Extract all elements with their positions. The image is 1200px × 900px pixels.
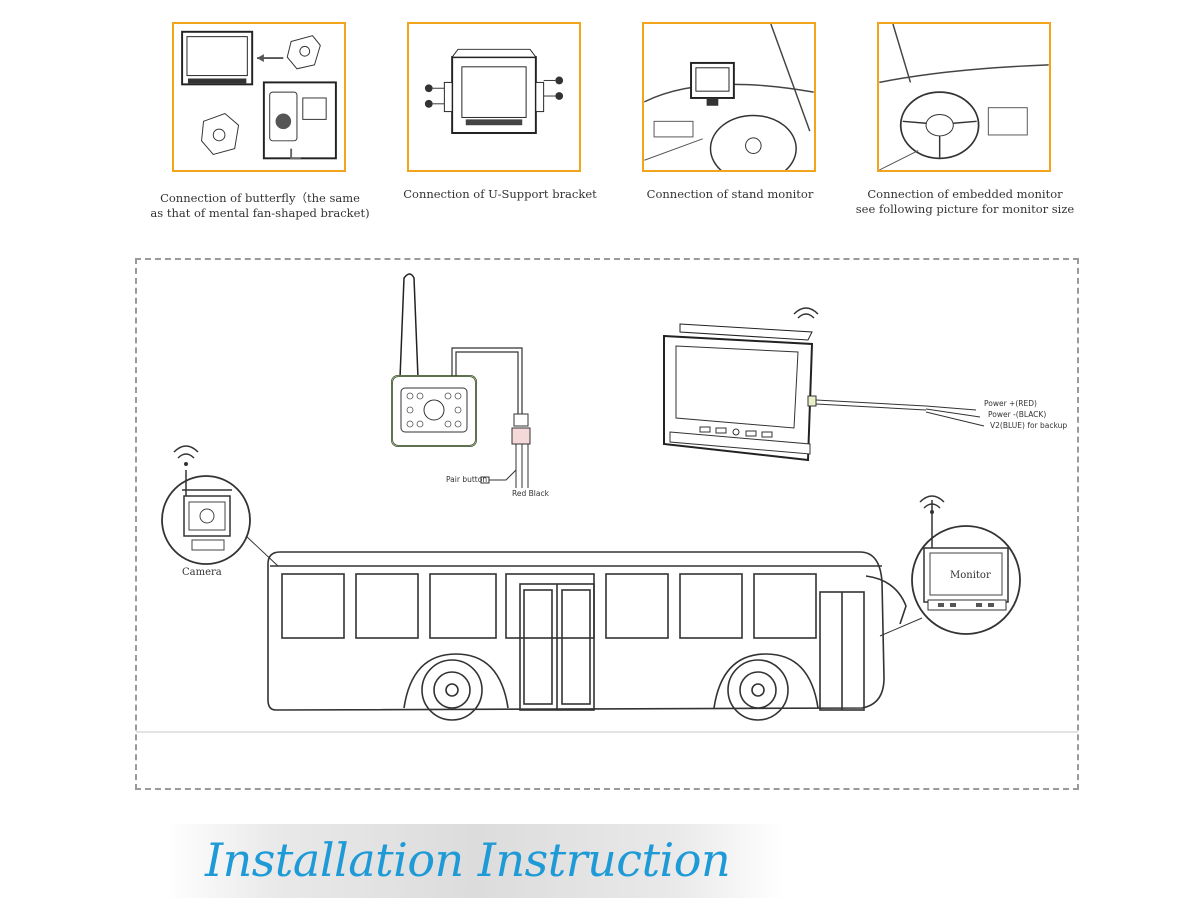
- stand-monitor-caption: Connection of stand monitor: [610, 187, 850, 202]
- red-black-wire-label: Red Black: [512, 489, 549, 498]
- installation-diagram-frame: [135, 258, 1079, 790]
- caption-line: Connection of butterfly（the same: [160, 191, 360, 205]
- u-support-bracket-illustration: [424, 48, 564, 134]
- camera-label: Camera: [182, 567, 222, 578]
- power-negative-label: Power -(BLACK): [988, 410, 1047, 419]
- embedded-monitor-illustration: [879, 24, 1049, 170]
- pair-button-label: Pair button: [446, 475, 488, 484]
- embedded-monitor-caption: Connection of embedded monitor see follo…: [845, 187, 1085, 217]
- u-support-bracket-panel: [407, 22, 581, 172]
- bus-illustration: [267, 551, 907, 721]
- page-title: Installation Instruction: [205, 833, 731, 887]
- v2-backup-label: V2(BLUE) for backup: [990, 421, 1068, 430]
- monitor-callout: [879, 495, 1021, 637]
- monitor-detail: [663, 307, 985, 462]
- caption-line: Connection of stand monitor: [646, 187, 814, 201]
- butterfly-mount-panel: [172, 22, 346, 172]
- caption-line: as that of mental fan-shaped bracket): [150, 206, 370, 220]
- butterfly-mount-caption: Connection of butterfly（the same as that…: [140, 191, 380, 221]
- caption-line: see following picture for monitor size: [855, 202, 1075, 216]
- power-positive-label: Power +(RED): [984, 399, 1037, 408]
- camera-callout: [161, 445, 279, 567]
- stand-monitor-panel: [642, 22, 816, 172]
- butterfly-mount-illustration: [181, 30, 337, 160]
- embedded-monitor-panel: [877, 22, 1051, 172]
- title-banner: [165, 824, 785, 898]
- stand-monitor-illustration: [644, 24, 814, 170]
- u-support-bracket-caption: Connection of U-Support bracket: [380, 187, 620, 202]
- wireless-camera-detail: [391, 273, 531, 488]
- monitor-label: Monitor: [950, 570, 991, 581]
- caption-line: Connection of embedded monitor: [867, 187, 1063, 201]
- caption-line: Connection of U-Support bracket: [403, 187, 597, 201]
